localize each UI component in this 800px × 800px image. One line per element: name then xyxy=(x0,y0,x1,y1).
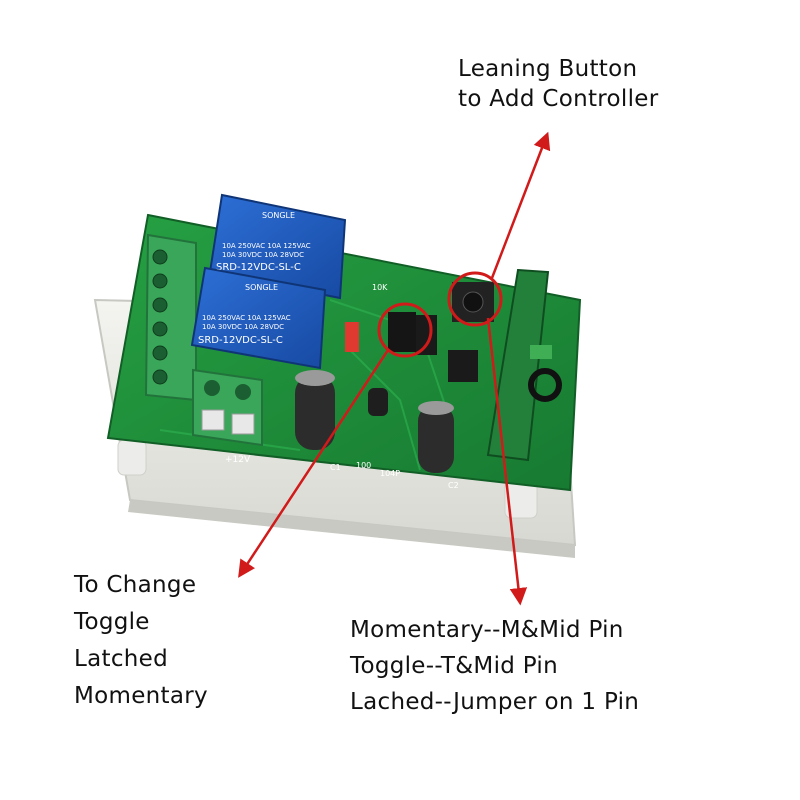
annotation-line: to Add Controller xyxy=(458,86,659,112)
annotation-line: Latched xyxy=(74,646,168,672)
annotation-line: Toggle xyxy=(74,609,150,635)
capacitor-c1: C1 xyxy=(295,370,341,472)
learning-button-annotation: Leaning Button to Add Controller xyxy=(458,58,658,118)
mode-change-annotation: To Change Toggle Latched Momentary xyxy=(74,574,208,722)
rf-receiver-module xyxy=(486,268,562,462)
supply-label: +12V xyxy=(225,455,251,465)
c1-label: C1 xyxy=(330,463,341,472)
r100-label: 100 xyxy=(356,461,371,470)
annotation-line: Toggle--T&Mid Pin xyxy=(350,653,559,679)
annotation-line: Lached--Jumper on 1 Pin xyxy=(350,689,640,715)
pin-mode-annotation: Momentary--M&Mid Pin Toggle--T&Mid Pin L… xyxy=(350,619,639,727)
relay-2-rating-1: 10A 250VAC 10A 125VAC xyxy=(202,314,291,322)
relay-2-model: SRD-12VDC-SL-C xyxy=(198,335,283,346)
output-terminal-block xyxy=(144,233,197,402)
relay-2-rating-2: 10A 30VDC 10A 28VDC xyxy=(202,323,284,331)
r10k-label: 10K xyxy=(372,283,388,292)
cap104-label: 104P xyxy=(380,469,400,478)
relay-2-brand: SONGLE xyxy=(245,283,278,292)
arrow-to-learn-label xyxy=(490,131,551,279)
annotation-line: Momentary--M&Mid Pin xyxy=(350,617,624,643)
annotation-line: Momentary xyxy=(74,683,208,709)
annotation-line: Leaning Button xyxy=(458,56,638,82)
relay-1-rating-1: 10A 250VAC 10A 125VAC xyxy=(222,242,311,250)
relay-1: SONGLE 10A 250VAC 10A 125VAC 10A 30VDC 1… xyxy=(208,193,347,300)
relay-2: SONGLE 10A 250VAC 10A 125VAC 10A 30VDC 1… xyxy=(190,266,327,370)
relay-1-model: SRD-12VDC-SL-C xyxy=(216,262,301,273)
highlight-circle-learning-button xyxy=(447,271,503,327)
power-terminal: +12V xyxy=(192,368,263,465)
small-components: 100 104P 10K xyxy=(345,283,478,478)
learning-push-button xyxy=(452,282,494,322)
c2-label: C2 xyxy=(448,481,459,490)
arrow-to-mode-label xyxy=(238,349,390,578)
mode-jumper-header xyxy=(388,312,416,352)
arrow-to-pin-label xyxy=(486,317,528,606)
highlight-circle-jumper xyxy=(377,302,433,358)
capacitor-c2: C2 xyxy=(418,401,459,490)
relay-1-brand: SONGLE xyxy=(262,211,295,220)
relay-1-rating-2: 10A 30VDC 10A 28VDC xyxy=(222,251,304,259)
annotation-line: To Change xyxy=(74,572,197,598)
